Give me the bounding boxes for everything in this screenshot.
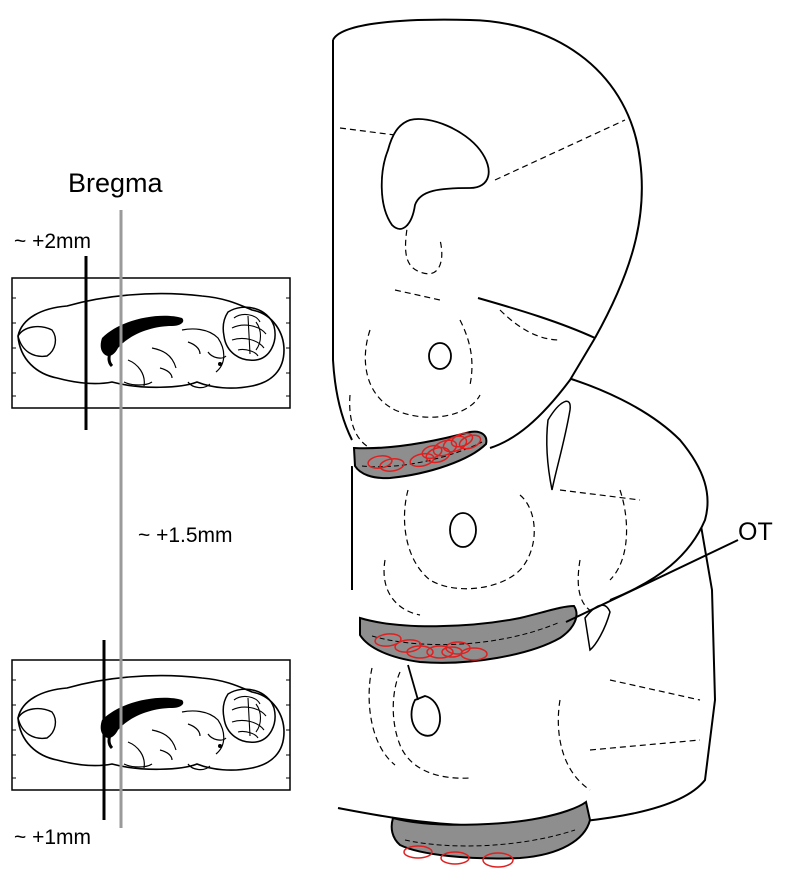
plus1mm-label: ~ +1mm (14, 826, 91, 850)
ot-label: OT (738, 518, 773, 547)
section-3-ventricle (411, 696, 440, 736)
plus2mm-label: ~ +2mm (14, 230, 91, 254)
section-3-ventricle-stem (408, 665, 418, 700)
section-1-small-ventricle (429, 343, 451, 369)
sagittal-inset-top (12, 278, 290, 408)
plus1-5mm-label: ~ +1.5mm (138, 524, 233, 548)
sagittal-inset-bottom (12, 660, 290, 790)
section-2-ventricle (450, 513, 476, 547)
section-3-ot-region (392, 802, 590, 858)
bregma-label: Bregma (68, 168, 163, 199)
